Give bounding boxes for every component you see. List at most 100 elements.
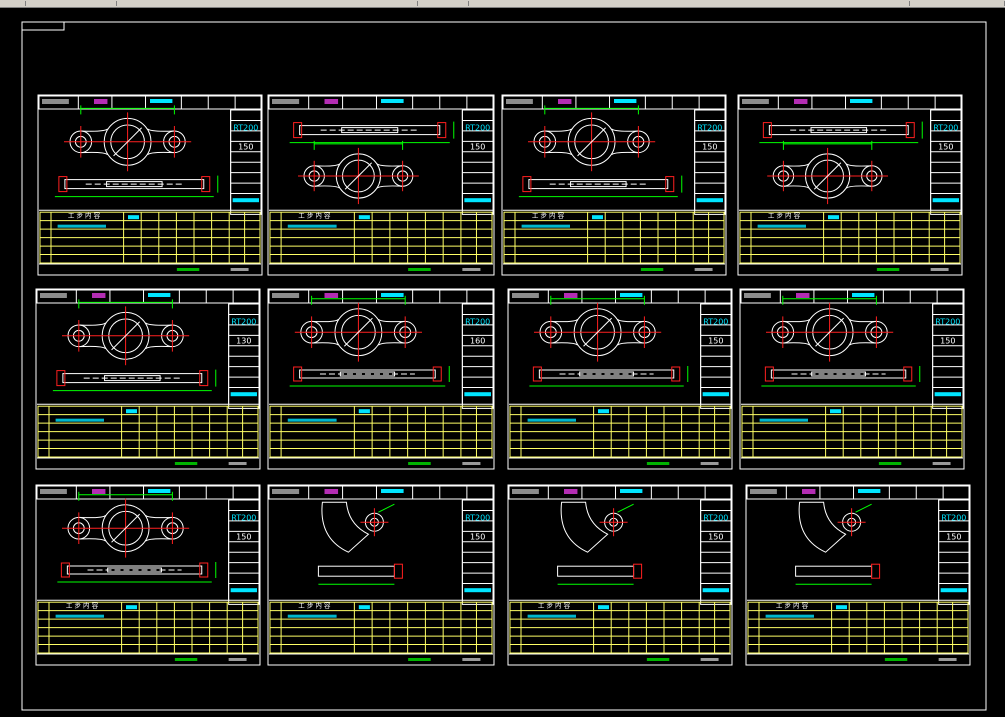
side-view-rib xyxy=(339,371,396,377)
leader-line xyxy=(617,503,634,513)
page-mark xyxy=(462,658,481,661)
side-view-body xyxy=(770,369,907,379)
toolbar-segment[interactable] xyxy=(26,1,117,6)
title-mark xyxy=(92,293,106,298)
process-card[interactable]: RT200 150 xyxy=(739,288,965,470)
table-header-highlight xyxy=(828,215,839,220)
title-mark xyxy=(324,489,339,494)
table-header-highlight xyxy=(126,409,137,414)
side-view-body xyxy=(299,369,436,379)
material-label: RT200 xyxy=(465,318,490,327)
toolbar-segment[interactable] xyxy=(910,1,1005,6)
table-header-text: 工 步 内 容 xyxy=(768,211,801,220)
bolt-right xyxy=(665,176,675,193)
spec-value: 150 xyxy=(470,143,485,152)
title-text-block xyxy=(272,489,300,494)
toolbar-segment[interactable] xyxy=(0,1,26,6)
table-header-text: 工 步 内 容 xyxy=(298,211,331,220)
table-header-highlight xyxy=(128,215,139,220)
bolt-left xyxy=(762,122,772,139)
table-header-highlight xyxy=(592,215,603,220)
signoff-mark xyxy=(640,268,664,271)
title-text-block xyxy=(40,489,67,494)
spec-value: 150 xyxy=(938,143,953,152)
side-view-rib xyxy=(570,181,627,188)
card-title-block xyxy=(508,485,732,500)
table-header-highlight xyxy=(836,605,847,610)
rod-web-outline xyxy=(544,128,639,156)
page-mark xyxy=(228,462,247,465)
signoff-mark xyxy=(646,658,670,661)
rod-web-outline xyxy=(314,163,403,189)
spec-value: 150 xyxy=(940,337,955,346)
signoff-mark xyxy=(408,268,431,271)
operation-text-block xyxy=(287,224,337,228)
side-view-rib xyxy=(106,181,163,188)
spec-highlight xyxy=(464,392,491,397)
diameter-leader xyxy=(577,127,606,157)
bolt-left xyxy=(60,562,70,578)
material-label: RT200 xyxy=(465,514,490,523)
operation-text-block xyxy=(765,614,814,618)
toolbar-segment[interactable] xyxy=(117,1,418,6)
title-text-block xyxy=(512,293,539,298)
title-highlight xyxy=(620,489,643,493)
side-view-body xyxy=(62,373,203,384)
title-highlight xyxy=(614,99,637,103)
material-label: RT200 xyxy=(935,318,960,327)
card-frame xyxy=(739,288,965,470)
side-view-rib xyxy=(579,371,634,377)
toolbar-segment[interactable] xyxy=(469,1,910,6)
title-text-block xyxy=(272,293,300,298)
diameter-leader xyxy=(583,317,612,347)
card-frame xyxy=(507,288,733,470)
table-header-highlight xyxy=(358,605,370,610)
page-mark xyxy=(462,462,481,465)
process-card[interactable]: RT200 150 工 步 内 容 xyxy=(737,94,963,276)
process-card[interactable]: RT200 150 工 步 内 容 xyxy=(267,94,495,276)
card-title-block xyxy=(502,95,726,110)
operation-text-block xyxy=(55,418,104,422)
spec-value: 150 xyxy=(236,533,251,542)
side-view-body xyxy=(768,125,909,136)
diameter-leader xyxy=(344,317,373,347)
material-label: RT200 xyxy=(941,514,966,523)
toolbar-segment[interactable] xyxy=(418,1,469,6)
drawing-frame xyxy=(21,21,987,711)
title-highlight xyxy=(148,489,171,493)
spec-value: 150 xyxy=(702,143,717,152)
arc-part-outline xyxy=(321,501,370,553)
side-view-rib xyxy=(810,127,868,134)
title-highlight xyxy=(148,293,171,297)
material-label: RT200 xyxy=(465,124,490,133)
material-label: RT200 xyxy=(231,514,256,523)
card-title-block xyxy=(740,289,964,304)
title-highlight xyxy=(381,99,404,103)
card-frame xyxy=(35,288,261,470)
spec-value: 150 xyxy=(708,337,723,346)
side-view-body xyxy=(64,179,205,190)
title-highlight xyxy=(852,293,875,297)
card-frame xyxy=(37,94,263,276)
operation-text-block xyxy=(527,418,576,422)
title-text-block xyxy=(750,489,777,494)
spec-highlight xyxy=(702,588,729,593)
signoff-mark xyxy=(646,462,670,465)
bolt-right xyxy=(201,176,211,193)
table-header-highlight xyxy=(598,605,609,610)
arc-part-outline xyxy=(798,501,847,553)
card-title-block xyxy=(38,95,262,110)
material-label: RT200 xyxy=(933,124,958,133)
diameter-leader xyxy=(113,127,142,157)
